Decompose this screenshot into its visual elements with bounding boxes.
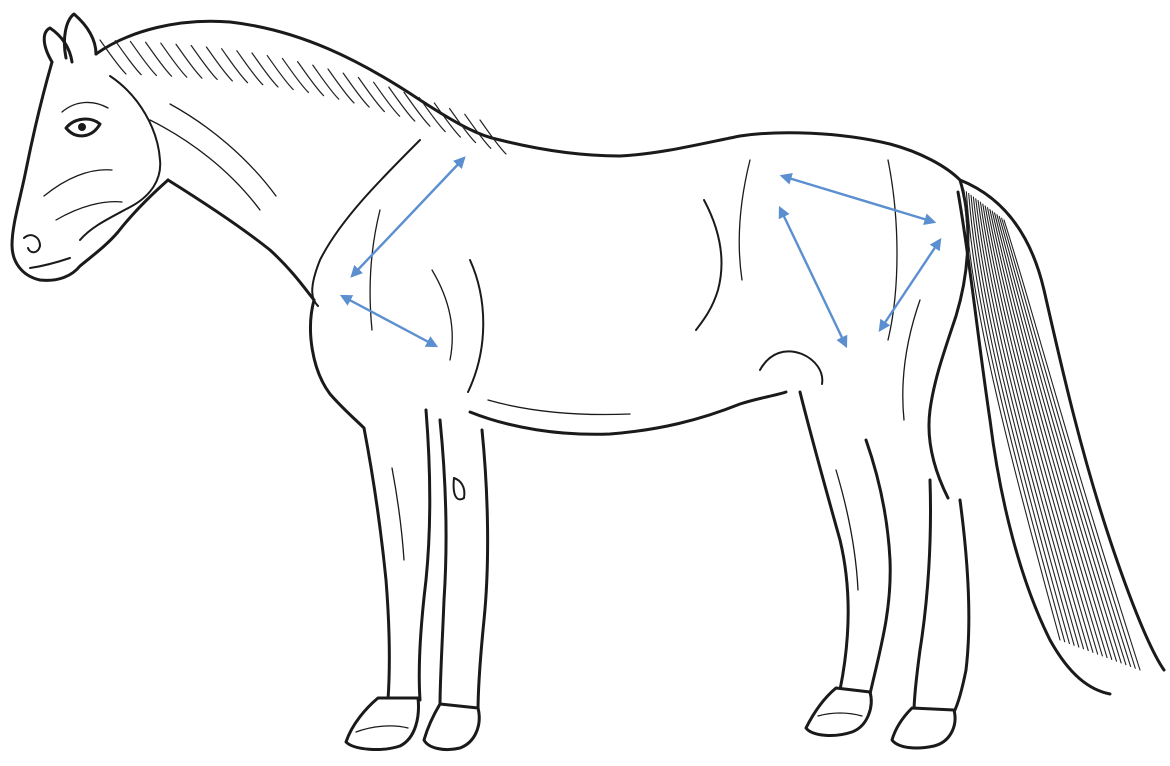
horse-hoof-hind-near: [806, 688, 871, 735]
horse-ear-left: [44, 28, 72, 62]
arrow-upper-arm-length: [342, 296, 436, 346]
horse-hoof-front-far: [424, 704, 479, 750]
arrow-croup-length: [782, 176, 934, 222]
arrow-shoulder-length: [352, 158, 464, 276]
horse-mane: [100, 40, 506, 154]
horse-nostril: [24, 235, 40, 252]
horse-buttock: [929, 180, 968, 498]
measurement-arrows: [342, 158, 940, 346]
horse-hind-leg-far: [914, 480, 969, 712]
horse-cheek: [80, 76, 160, 240]
horse-hoof-hind-far: [892, 708, 955, 748]
horse-mouth: [30, 258, 70, 268]
horse-elbow: [468, 260, 483, 392]
arrow-hip-to-stifle: [780, 208, 846, 346]
arrow-buttock-to-stifle: [880, 240, 940, 330]
horse-chest: [311, 300, 364, 428]
horse-throat: [168, 180, 314, 300]
horse-outline: [12, 14, 969, 750]
horse-belly: [470, 392, 786, 434]
horse-front-leg-near: [364, 410, 430, 700]
horse-stifle-fold: [760, 351, 822, 384]
horse-hind-leg-near: [800, 392, 890, 694]
horse-tail: [958, 180, 1164, 694]
horse-flank: [696, 200, 722, 330]
horse-front-leg-far: [440, 420, 488, 712]
horse-hoof-front-near: [346, 698, 418, 749]
